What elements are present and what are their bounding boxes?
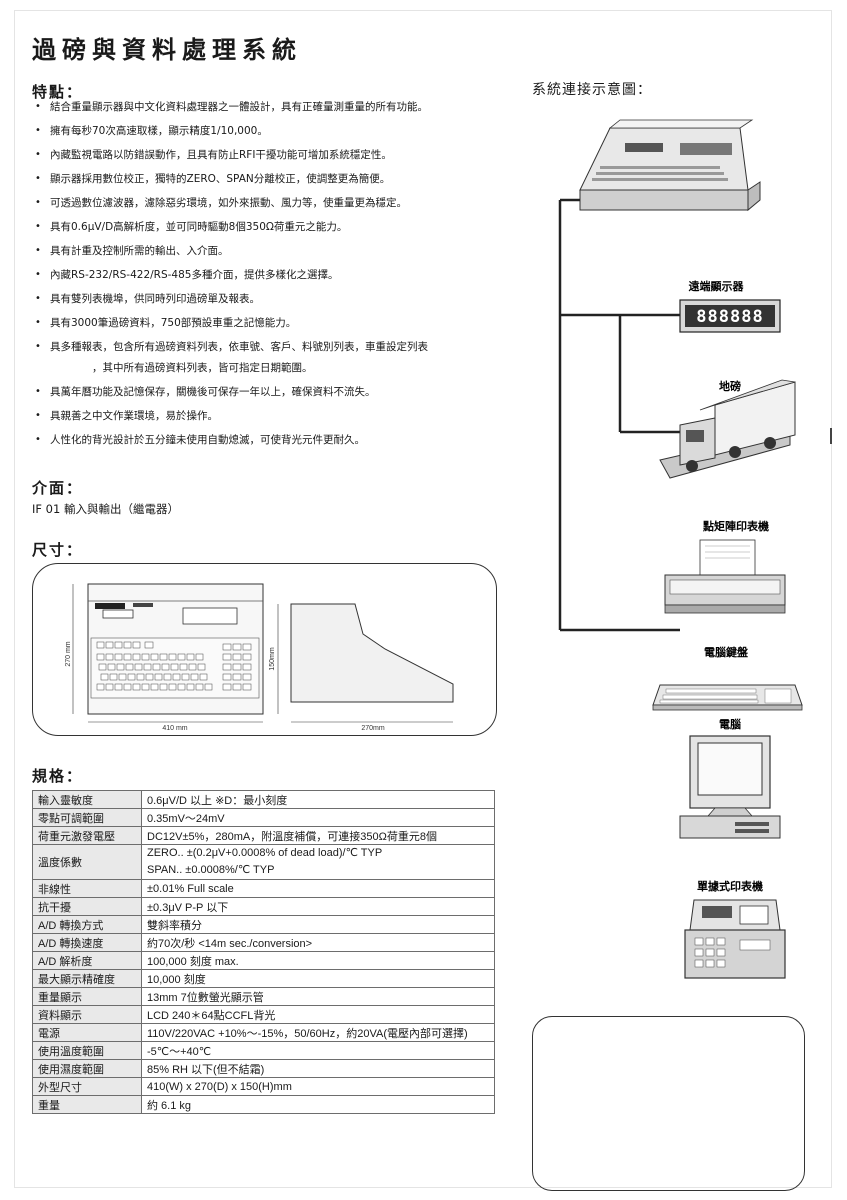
interface-text: IF 01 輸入與輸出（繼電器） (32, 502, 179, 516)
page-frame (14, 10, 832, 1188)
connection-diagram: 遠端顯示器 888888 地磅 點矩陣印表機 電腦鍵盤 (558, 119, 803, 979)
keyboard-device (652, 684, 803, 711)
edge-mark (830, 428, 832, 444)
dimensions-drawing: 270 mm 410 mm 150mm 270mm (32, 563, 497, 736)
spec-row: A/D 轉換方式雙斜率積分 (32, 915, 495, 934)
front-width-label: 410 mm (162, 725, 187, 732)
notes-box (532, 1016, 805, 1191)
side-height-label: 150mm (269, 647, 276, 671)
feature-item: 具萬年曆功能及記憶保存，關機後可保存一年以上，確保資料不流失。 (30, 386, 535, 398)
feature-item: 結合重量顯示器與中文化資料處理器之一體設計，具有正確量測重量的所有功能。 (30, 101, 535, 113)
interface-heading: 介面： (32, 479, 84, 497)
feature-item: 具多種報表，包含所有過磅資料列表，依車號、客戶、料號別列表，車重設定列表，其中所… (30, 341, 535, 374)
feature-item: 具有雙列表機埠，供同時列印過磅單及報表。 (30, 293, 535, 305)
feature-continuation: ，其中所有過磅資料列表，皆可指定日期範圍。 (92, 362, 313, 374)
keypad-keys (96, 641, 252, 691)
features-heading: 特點： (32, 83, 84, 101)
dot-matrix-printer-device (664, 539, 786, 614)
spec-row: 重量約 6.1 kg (32, 1095, 495, 1114)
computer-label: 電腦 (719, 717, 741, 731)
receipt-printer-device (684, 899, 786, 979)
receipt-printer-label: 單據式印表機 (697, 879, 763, 893)
side-depth-label: 270mm (361, 725, 385, 732)
dimensions-heading: 尺寸： (32, 541, 84, 559)
features-list: 結合重量顯示器與中文化資料處理器之一體設計，具有正確量測重量的所有功能。 擁有每… (30, 101, 535, 458)
specs-heading: 規格： (32, 767, 84, 785)
brand-plate (95, 603, 125, 609)
lcd-window (182, 607, 238, 625)
front-depth-label: 270 mm (65, 641, 72, 666)
spec-row: 非線性±0.01% Full scale (32, 879, 495, 898)
feature-item: 具有計重及控制所需的輸出、入介面。 (30, 245, 535, 257)
spec-row: 使用溫度範圍-5℃～+40℃ (32, 1041, 495, 1060)
truck-scale-label: 地磅 (719, 379, 741, 393)
remote-display-device: 888888 (679, 299, 781, 333)
dot-printer-label: 點矩陣印表機 (702, 519, 769, 533)
feature-item: 具有3000筆過磅資料，750部預設車重之記憶能力。 (30, 317, 535, 329)
feature-item: 可透過數位濾波器，濾除惡劣環境，如外來振動、風力等，使重量更為穩定。 (30, 197, 535, 209)
feature-item: 內藏監視電路以防錯誤動作，且具有防止RFI干擾功能可增加系統穩定性。 (30, 149, 535, 161)
model-plate (133, 603, 153, 607)
feature-item: 內藏RS-232/RS-422/RS-485多種介面，提供多樣化之選擇。 (30, 269, 535, 281)
remote-display-label: 遠端顯示器 (689, 279, 745, 293)
dimensions-svg: 270 mm 410 mm 150mm 270mm (65, 583, 454, 732)
feature-item: 人性化的背光設計於五分鐘未使用自動熄滅，可使背光元件更耐久。 (30, 434, 535, 446)
remote-display-digits: 888888 (696, 307, 763, 327)
computer-device (679, 735, 781, 839)
page-title: 過磅與資料處理系統 (32, 36, 302, 64)
truck-scale-device (659, 379, 796, 479)
spec-row: A/D 轉換速度約70次/秒 <14m sec./conversion> (32, 933, 495, 952)
feature-item: 顯示器採用數位校正，獨特的ZERO、SPAN分離校正，使調整更為簡便。 (30, 173, 535, 185)
weight-display-window (102, 609, 134, 619)
keyboard-label: 電腦鍵盤 (704, 645, 749, 659)
feature-item: 具親善之中文作業環境，易於操作。 (30, 410, 535, 422)
feature-item: 擁有每秒70次高速取樣，顯示精度1/10,000。 (30, 125, 535, 137)
spec-row: 抗干擾±0.3μV P-P 以下 (32, 897, 495, 916)
side-view-outline (290, 603, 454, 703)
feature-item: 具有0.6μV/D高解析度，並可同時驅動8個350Ω荷重元之能力。 (30, 221, 535, 233)
diagram-heading: 系統連接示意圖： (532, 82, 652, 98)
weighing-indicator-device (579, 119, 761, 212)
connector-lines (558, 198, 680, 632)
